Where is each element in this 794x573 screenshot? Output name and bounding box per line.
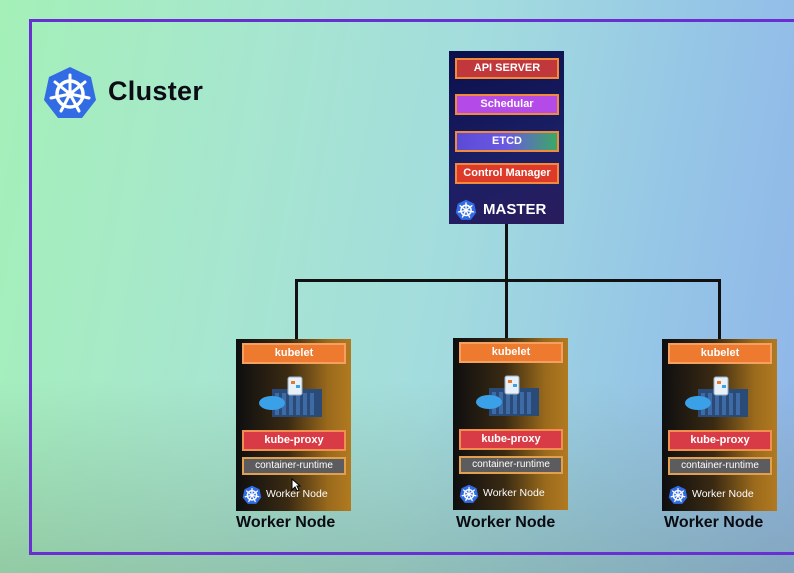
api-server-box: API SERVER (455, 58, 559, 79)
worker-node-2: kubelet kube-proxy container-runtime Wor… (453, 338, 568, 510)
kubelet-box: kubelet (242, 343, 346, 364)
controller-manager-box: Control Manager (455, 163, 559, 184)
connector-horizontal (295, 279, 721, 282)
docker-container-icon (476, 375, 539, 416)
master-footer: MASTER (455, 199, 563, 221)
master-label: MASTER (483, 201, 547, 218)
connector-worker-2 (505, 279, 508, 338)
connector-worker-3 (718, 279, 721, 339)
worker-footer-label: Worker Node (483, 487, 545, 499)
worker-node-caption: Worker Node (664, 514, 764, 531)
kubernetes-icon (455, 199, 477, 220)
connector-worker-1 (295, 279, 298, 339)
cluster-label: Cluster (108, 76, 204, 106)
master-node: API SERVER Schedular ETCD Control Manage… (449, 51, 564, 224)
worker-footer: Worker Node (459, 484, 567, 506)
docker-container-icon (259, 376, 322, 417)
worker-footer-label: Worker Node (266, 488, 328, 500)
kubernetes-icon (459, 484, 479, 503)
kube-proxy-box: kube-proxy (668, 430, 772, 451)
mouse-cursor-icon (291, 478, 301, 492)
kubelet-box: kubelet (459, 342, 563, 363)
container-runtime-box: container-runtime (242, 457, 346, 475)
kubelet-box: kubelet (668, 343, 772, 364)
cluster-frame (29, 19, 794, 555)
kubernetes-icon (242, 485, 262, 504)
worker-footer: Worker Node (242, 485, 350, 507)
worker-footer: Worker Node (668, 485, 776, 507)
container-runtime-box: container-runtime (459, 456, 563, 474)
kubernetes-icon (668, 485, 688, 504)
worker-node-caption: Worker Node (236, 514, 336, 531)
worker-node-3: kubelet kube-proxy container-runtime Wor… (662, 339, 777, 511)
kube-proxy-box: kube-proxy (242, 430, 346, 451)
etcd-box: ETCD (455, 131, 559, 152)
docker-container-icon (685, 376, 748, 417)
worker-footer-label: Worker Node (692, 488, 754, 500)
worker-node-caption: Worker Node (456, 514, 556, 531)
kube-proxy-box: kube-proxy (459, 429, 563, 450)
container-runtime-box: container-runtime (668, 457, 772, 475)
connector-master-down (505, 224, 508, 281)
kubernetes-logo-icon (44, 67, 96, 118)
scheduler-box: Schedular (455, 94, 559, 115)
background-shade (0, 380, 794, 573)
